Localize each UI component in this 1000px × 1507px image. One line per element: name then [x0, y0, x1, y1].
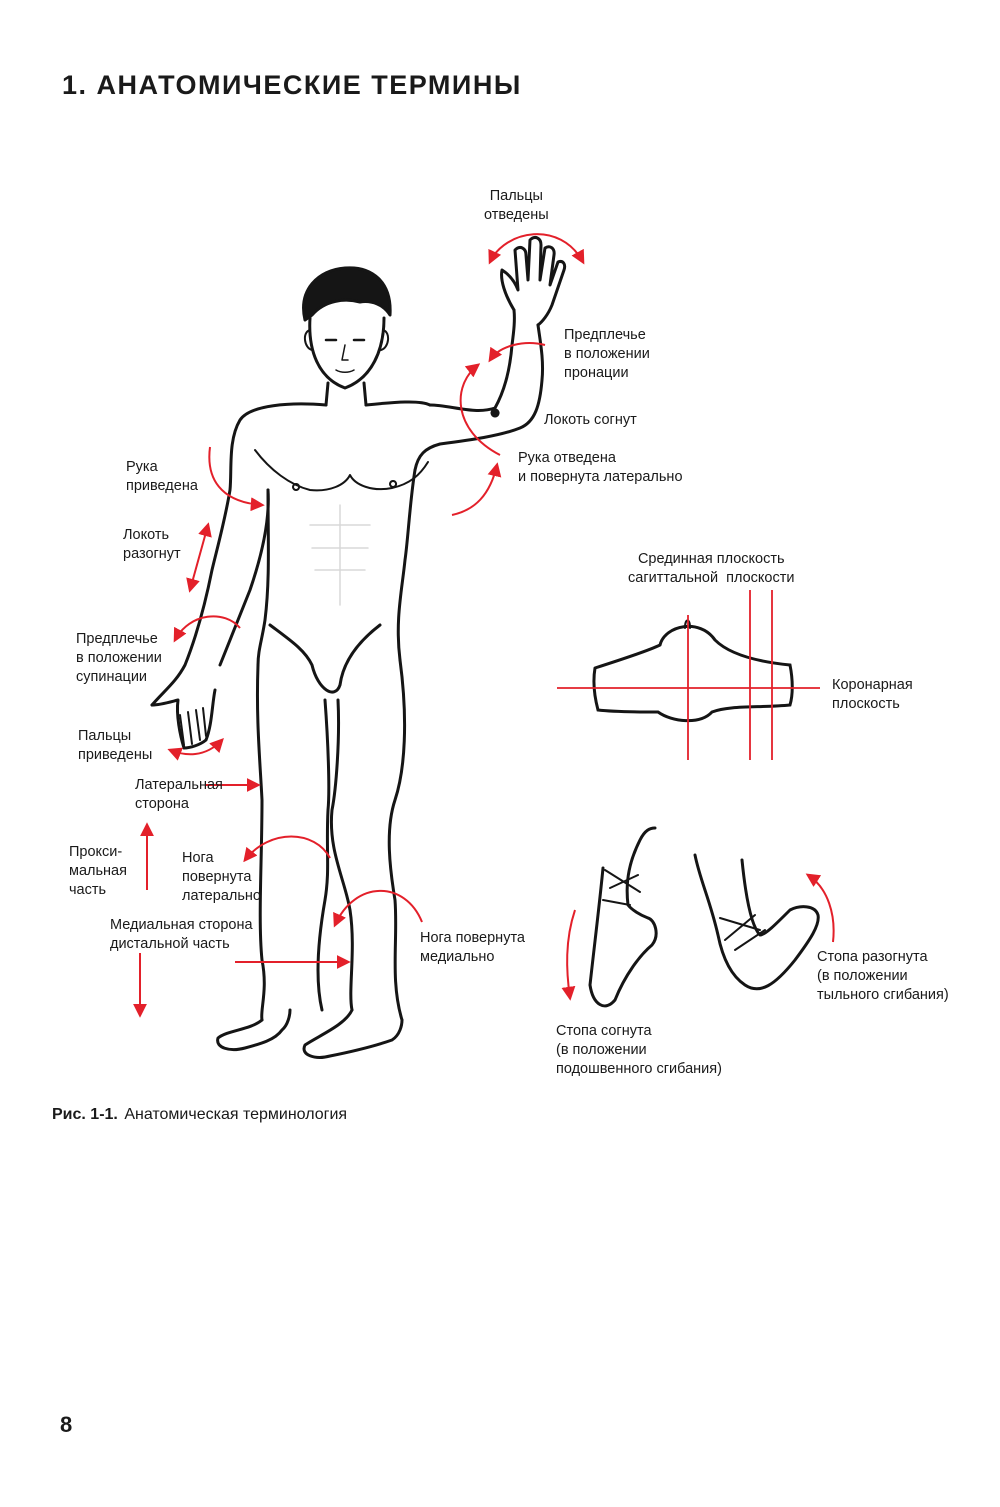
body-arrows [133, 233, 585, 1018]
nose [341, 344, 349, 361]
page-title: 1. АНАТОМИЧЕСКИЕ ТЕРМИНЫ [62, 70, 522, 100]
figure-caption: Рис. 1-1. Анатомическая терминология [52, 1106, 347, 1124]
nipples [292, 480, 398, 491]
plantarflexed-laces [602, 869, 641, 906]
plantarflexed-foot [588, 826, 658, 1008]
label-medial-distal: Медиальная сторона дистальной часть [110, 917, 253, 952]
left-leg-inner [316, 698, 331, 1012]
plantarflexion-arrow [561, 909, 576, 1001]
label-leg-rotated-lateral: Нога повернута латерально [182, 850, 261, 904]
arm-adducted-arrow [208, 446, 265, 512]
right-leg-outer [387, 658, 407, 1022]
right-hand [500, 236, 567, 327]
left-shoulder-arm-outer [150, 402, 328, 707]
label-fingers-abducted: Пальцы отведены [484, 188, 549, 223]
right-leg-inner [329, 698, 354, 1012]
leg-medial-arrow [333, 889, 423, 928]
label-arm-abducted-rotated: Рука отведена и повернута латерально [518, 450, 683, 485]
torso-right [396, 468, 417, 662]
left-foot [216, 1008, 292, 1052]
plane-lines [557, 590, 820, 760]
dorsiflexion-arrow [805, 873, 835, 943]
label-foot-dorsiflexed: Стопа разогнута (в положении тыльного сг… [817, 949, 949, 1003]
label-median-plane: Срединная плоскость сагиттальной плоскос… [628, 551, 795, 586]
torso-left [256, 488, 270, 667]
label-fingers-adducted: Пальцы приведены [78, 728, 153, 763]
label-coronal-plane: Коронарная плоскость [832, 677, 913, 712]
label-lateral-side: Латеральная сторона [135, 777, 223, 812]
hair [302, 266, 392, 322]
caption-label: Рис. 1-1. [52, 1106, 118, 1123]
abs [309, 504, 371, 606]
right-arm-lower-edge [413, 323, 544, 472]
elbow-dot [490, 408, 500, 418]
right-arm-upper-edge [428, 308, 516, 412]
feet-diagrams [588, 826, 820, 1008]
label-forearm-pronation: Предплечье в положении пронации [564, 327, 650, 381]
fingers-abducted-arrow [488, 233, 585, 265]
left-leg-outer [255, 663, 266, 1022]
label-foot-plantarflexed: Стопа согнута (в положении подошвенного … [556, 1023, 722, 1077]
elbow-flexed-arrow [459, 363, 501, 456]
label-leg-rotated-medial: Нога повернута медиально [420, 930, 525, 965]
label-proximal-part: Прокси- мальная часть [69, 844, 127, 898]
fingers-adducted-arrow [167, 737, 224, 761]
ear-right [380, 329, 389, 351]
arm-abducted-arrow [451, 462, 502, 516]
section-outline [592, 624, 794, 723]
head [308, 316, 386, 390]
neck [324, 381, 368, 407]
right-shoulder [364, 400, 432, 407]
forearm-supination-arrow [173, 615, 241, 643]
elbow-extended-arrow [186, 522, 212, 593]
right-foot [302, 1008, 404, 1059]
cross-section-diagram [592, 619, 794, 723]
mouth [335, 369, 355, 373]
chest [254, 449, 429, 492]
leg-lateral-arrow [243, 835, 331, 863]
forearm-pronation-arrow [488, 342, 546, 363]
label-arm-adducted: Рука приведена [126, 459, 198, 494]
page-number: 8 [60, 1412, 73, 1437]
label-forearm-supination: Предплечье в положении супинации [76, 631, 162, 685]
human-body-outline [150, 236, 567, 1059]
dorsiflexed-foot [693, 853, 820, 991]
left-fingers [179, 707, 207, 746]
label-elbow-flexed: Локоть согнут [544, 412, 637, 428]
dorsiflexed-laces [719, 914, 766, 951]
feet-arrows [561, 873, 835, 1001]
ear-left [304, 329, 313, 351]
groin [268, 623, 382, 694]
label-elbow-extended: Локоть разогнут [123, 527, 181, 562]
caption-text: Анатомическая терминология [124, 1106, 348, 1123]
